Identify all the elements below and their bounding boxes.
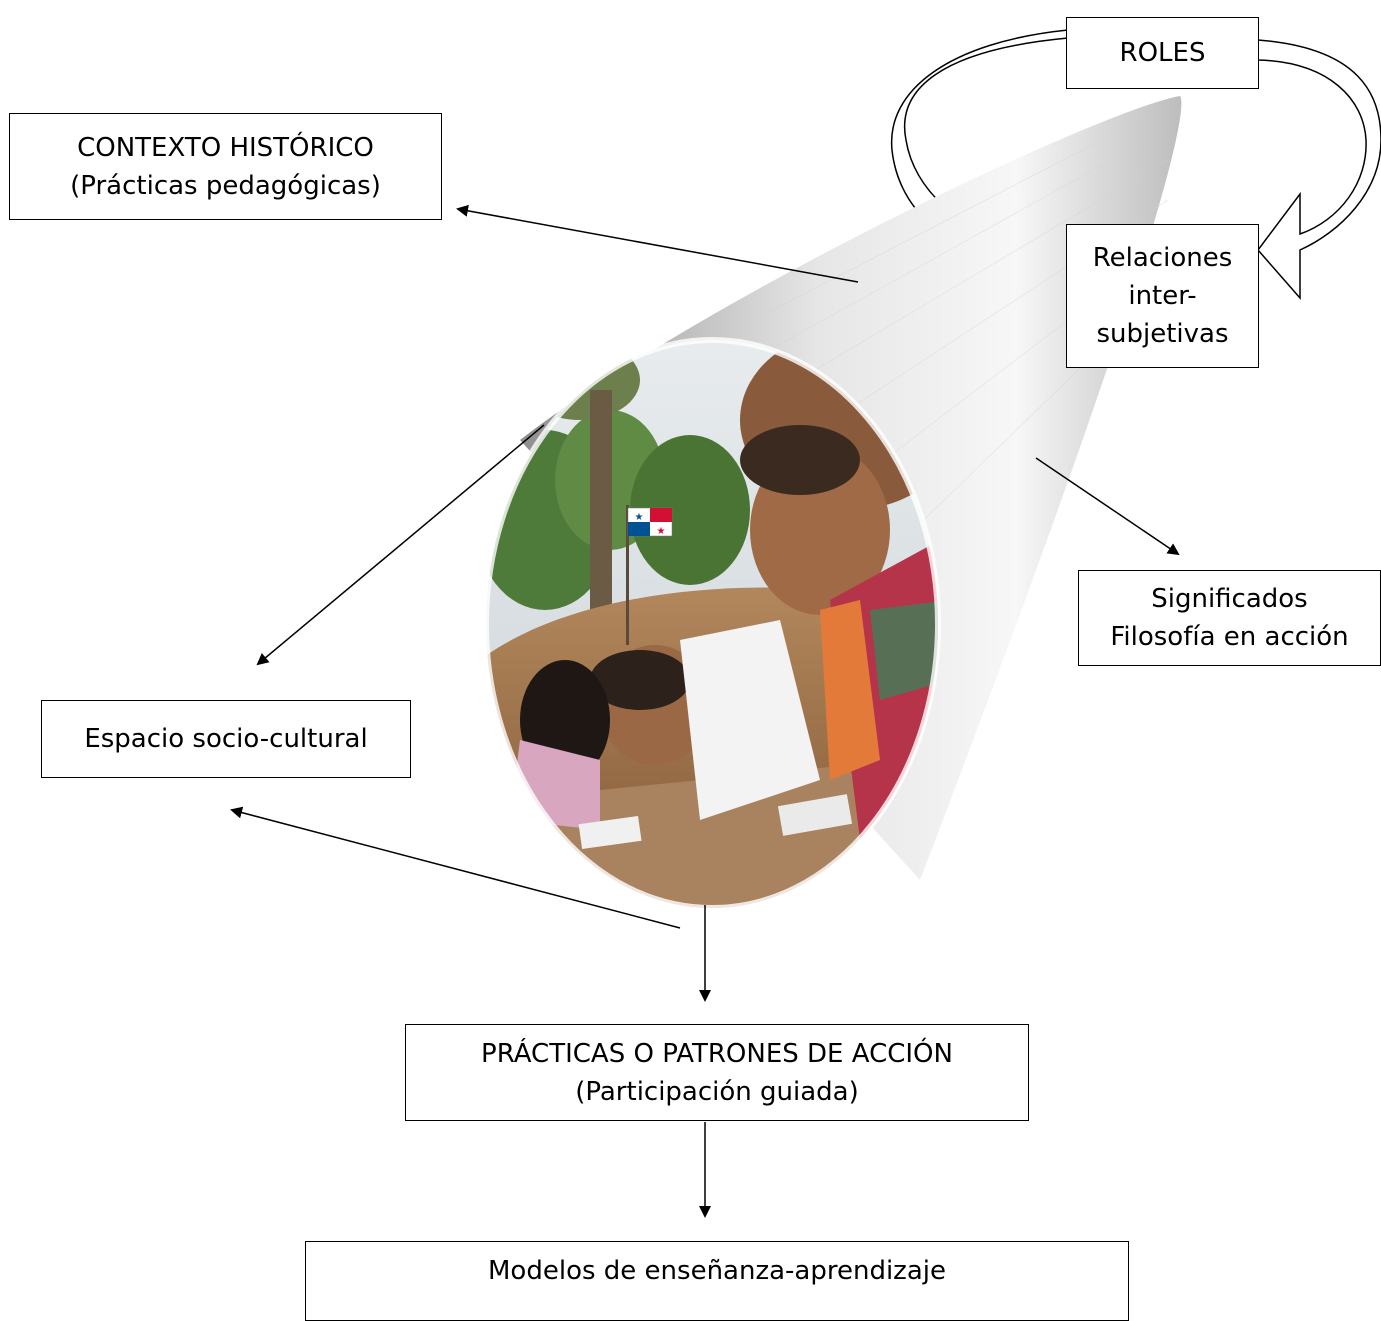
- practicas-box: PRÁCTICAS O PATRONES DE ACCIÓN (Particip…: [405, 1024, 1029, 1121]
- practicas-subtitle: (Participación guiada): [575, 1076, 859, 1107]
- arrow-to-contexto: [456, 204, 859, 283]
- modelos-box: Modelos de enseñanza-aprendizaje: [305, 1241, 1129, 1321]
- svg-text:★: ★: [635, 512, 644, 523]
- roles-label: ROLES: [1119, 38, 1206, 68]
- connectors: [230, 204, 1180, 1218]
- espacio-label: Espacio socio-cultural: [84, 724, 368, 754]
- contexto-title: CONTEXTO HISTÓRICO: [77, 132, 374, 163]
- arrow-to-espacio-top: [256, 424, 545, 666]
- arrow-to-espacio-bottom: [230, 806, 681, 929]
- relaciones-line2: inter-: [1128, 281, 1197, 311]
- panama-flag: ★ ★: [627, 507, 673, 537]
- significados-box: Significados Filosofía en acción: [1078, 570, 1381, 666]
- contexto-historico-box: CONTEXTO HISTÓRICO (Prácticas pedagógica…: [9, 113, 442, 220]
- modelos-label: Modelos de enseñanza-aprendizaje: [488, 1256, 946, 1286]
- significados-line2: Filosofía en acción: [1110, 622, 1349, 652]
- practicas-title: PRÁCTICAS O PATRONES DE ACCIÓN: [481, 1038, 953, 1069]
- svg-text:★: ★: [657, 526, 666, 537]
- contexto-subtitle: (Prácticas pedagógicas): [70, 170, 381, 201]
- arrow-to-significados: [1035, 457, 1180, 556]
- relaciones-box: Relaciones inter- subjetivas: [1066, 224, 1259, 368]
- roles-box: ROLES: [1066, 17, 1259, 89]
- relaciones-line1: Relaciones: [1092, 243, 1233, 273]
- significados-line1: Significados: [1151, 584, 1308, 614]
- relaciones-line3: subjetivas: [1096, 319, 1229, 349]
- espacio-box: Espacio socio-cultural: [41, 700, 411, 778]
